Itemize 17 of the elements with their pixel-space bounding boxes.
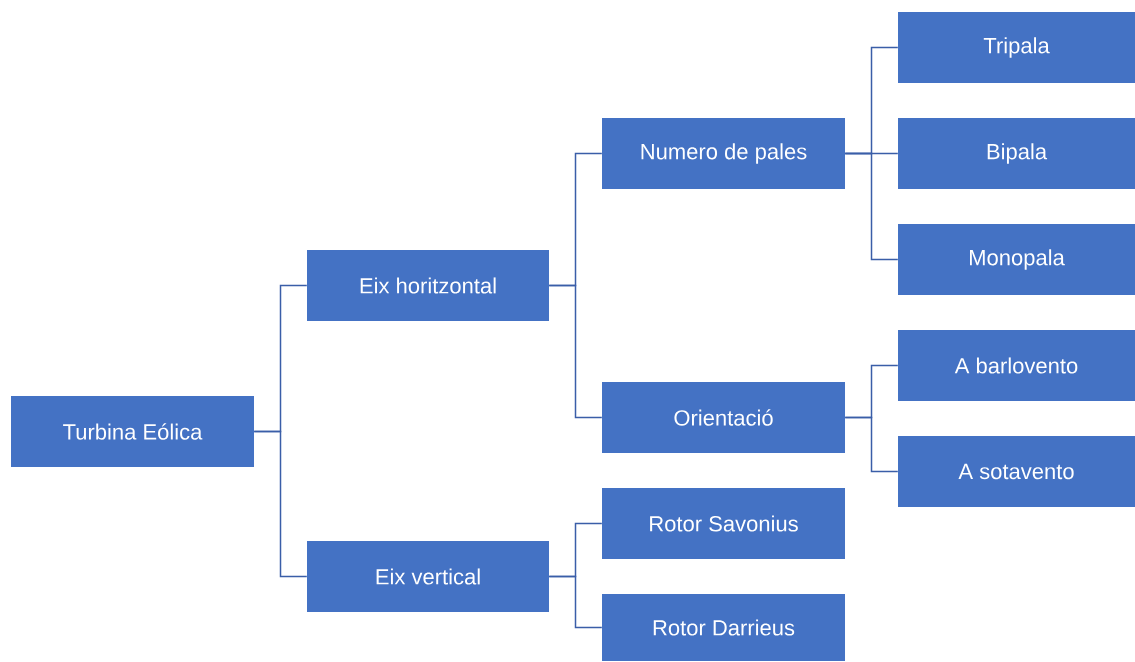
connector-line — [844, 152, 899, 261]
category-box: Numero de pales — [602, 118, 845, 189]
category-box: Eix horitzontal — [307, 250, 549, 321]
category-box: A sotavento — [898, 436, 1135, 507]
category-box: Rotor Darrieus — [602, 594, 845, 661]
connector-line — [548, 284, 603, 419]
category-box: Rotor Savonius — [602, 488, 845, 559]
category-box: Bipala — [898, 118, 1135, 189]
connector-line — [253, 430, 308, 578]
connector-line — [844, 416, 899, 473]
category-box: Turbina Eólica — [11, 396, 254, 467]
category-box: Tripala — [898, 12, 1135, 83]
category-box: A barlovento — [898, 330, 1135, 401]
connector-line — [548, 575, 603, 629]
category-box: Eix vertical — [307, 541, 549, 612]
category-box: Monopala — [898, 224, 1135, 295]
category-box: Orientació — [602, 382, 845, 453]
